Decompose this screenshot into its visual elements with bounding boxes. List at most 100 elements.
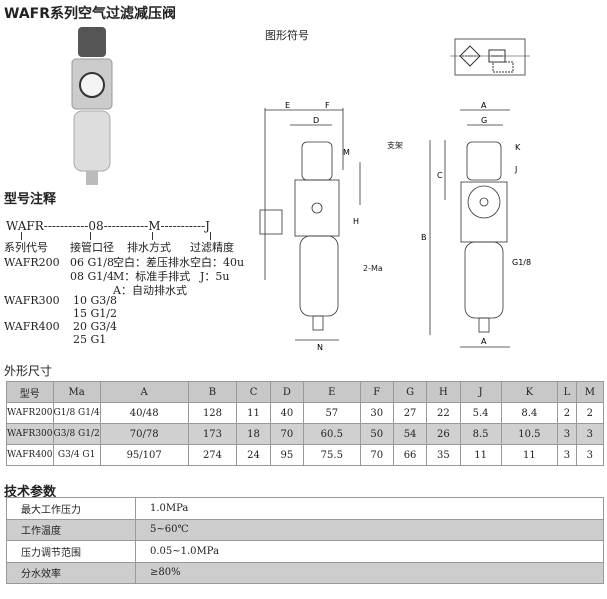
filter-option: 空白：40u: [190, 256, 245, 269]
label-F: F: [325, 101, 330, 110]
table-cell: 3: [575, 423, 605, 445]
param-value: ≥80%: [135, 561, 604, 584]
port-option: 20 G3/4: [73, 320, 117, 333]
drain-option: A：自动排水式: [113, 284, 187, 297]
table-cell: 60.5: [303, 423, 361, 445]
label-A-top: A: [481, 101, 487, 110]
series-300: WAFR300: [4, 294, 60, 307]
table-cell: G3/8 G1/2: [52, 423, 101, 445]
column-header: E: [303, 381, 361, 403]
label-A-bottom: A: [481, 337, 487, 346]
table-cell: 50: [359, 423, 394, 445]
label-C: C: [437, 171, 443, 180]
label-g18: G1/8: [512, 258, 531, 267]
table-cell: 2: [575, 402, 605, 424]
table-cell: 128: [187, 402, 238, 424]
column-header: D: [269, 381, 305, 403]
table-cell: 66: [392, 444, 428, 466]
param-row: 分水效率≥80%: [6, 561, 604, 584]
table-cell: 274: [187, 444, 238, 466]
table-cell: 24: [236, 444, 271, 466]
series-200: WAFR200: [4, 256, 60, 269]
table-cell: 2: [557, 402, 577, 424]
label-G: G: [481, 116, 487, 125]
column-header: 型号: [6, 381, 54, 403]
table-cell: 35: [426, 444, 461, 466]
model-code-line: WAFR-----------08-----------M-----------…: [6, 219, 210, 233]
filter-header: 过滤精度: [190, 241, 234, 254]
drain-option: 空白：差压排水: [113, 256, 190, 269]
table-cell: 70: [359, 444, 394, 466]
param-name: 最大工作压力: [6, 497, 136, 520]
column-header: M: [575, 381, 605, 403]
table-cell: 70: [269, 423, 305, 445]
table-cell: 11: [459, 444, 502, 466]
table-cell: 27: [392, 402, 428, 424]
side-view-drawing: A G K J C B A G1/8: [421, 101, 531, 348]
table-cell: 5.4: [459, 402, 502, 424]
label-K: K: [515, 143, 521, 152]
column-header: K: [500, 381, 559, 403]
table-cell: WAFR400: [6, 444, 54, 466]
page-title: WAFR系列空气过滤减压阀: [4, 6, 176, 22]
table-cell: 18: [236, 423, 271, 445]
table-cell: 75.5: [303, 444, 361, 466]
param-value: 5~60℃: [135, 518, 604, 541]
param-value: 1.0MPa: [135, 497, 604, 520]
column-header: H: [426, 381, 461, 403]
table-cell: 40: [269, 402, 305, 424]
param-name: 分水效率: [6, 561, 136, 584]
table-cell: 54: [392, 423, 428, 445]
port-option: 15 G1/2: [73, 307, 117, 320]
symbol-heading: 图形符号: [265, 29, 309, 42]
table-cell: 3: [557, 444, 577, 466]
port-option: 25 G1: [73, 333, 107, 346]
label-N: N: [317, 343, 323, 352]
front-view-drawing: E F D M H N: [259, 101, 361, 352]
label-D: D: [313, 116, 319, 125]
column-header: A: [99, 381, 189, 403]
table-cell: 11: [236, 402, 271, 424]
model-notes-heading: 型号注释: [4, 192, 57, 207]
table-cell: 40/48: [99, 402, 189, 424]
table-cell: 70/78: [99, 423, 189, 445]
tech-params-heading: 技术参数: [4, 485, 57, 500]
port-header: 接管口径: [70, 241, 114, 254]
table-cell: G1/8 G1/4: [52, 402, 101, 424]
series-400: WAFR400: [4, 320, 60, 333]
pneumatic-symbol: [450, 38, 530, 76]
column-header: F: [359, 381, 394, 403]
column-header: L: [557, 381, 577, 403]
port-option: 10 G3/8: [73, 294, 117, 307]
table-cell: WAFR300: [6, 423, 54, 445]
param-value: 0.05~1.0MPa: [135, 540, 604, 563]
label-H: H: [353, 217, 359, 226]
table-cell: 3: [575, 444, 605, 466]
drain-header: 排水方式: [127, 241, 171, 254]
table-cell: 57: [303, 402, 361, 424]
dimensions-heading: 外形尺寸: [4, 364, 53, 378]
table-cell: 95/107: [99, 444, 189, 466]
table-cell: WAFR200: [6, 402, 54, 424]
column-header: C: [236, 381, 271, 403]
table-cell: G3/4 G1: [52, 444, 101, 466]
table-cell: 95: [269, 444, 305, 466]
table-cell: 30: [359, 402, 394, 424]
table-cell: 3: [557, 423, 577, 445]
column-header: B: [187, 381, 238, 403]
product-photo: [71, 27, 113, 185]
column-header: G: [392, 381, 428, 403]
label-E: E: [285, 101, 290, 110]
table-cell: 26: [426, 423, 461, 445]
port-option: 06 G1/8: [70, 256, 114, 269]
param-name: 压力调节范围: [6, 540, 136, 563]
table-cell: 11: [500, 444, 559, 466]
